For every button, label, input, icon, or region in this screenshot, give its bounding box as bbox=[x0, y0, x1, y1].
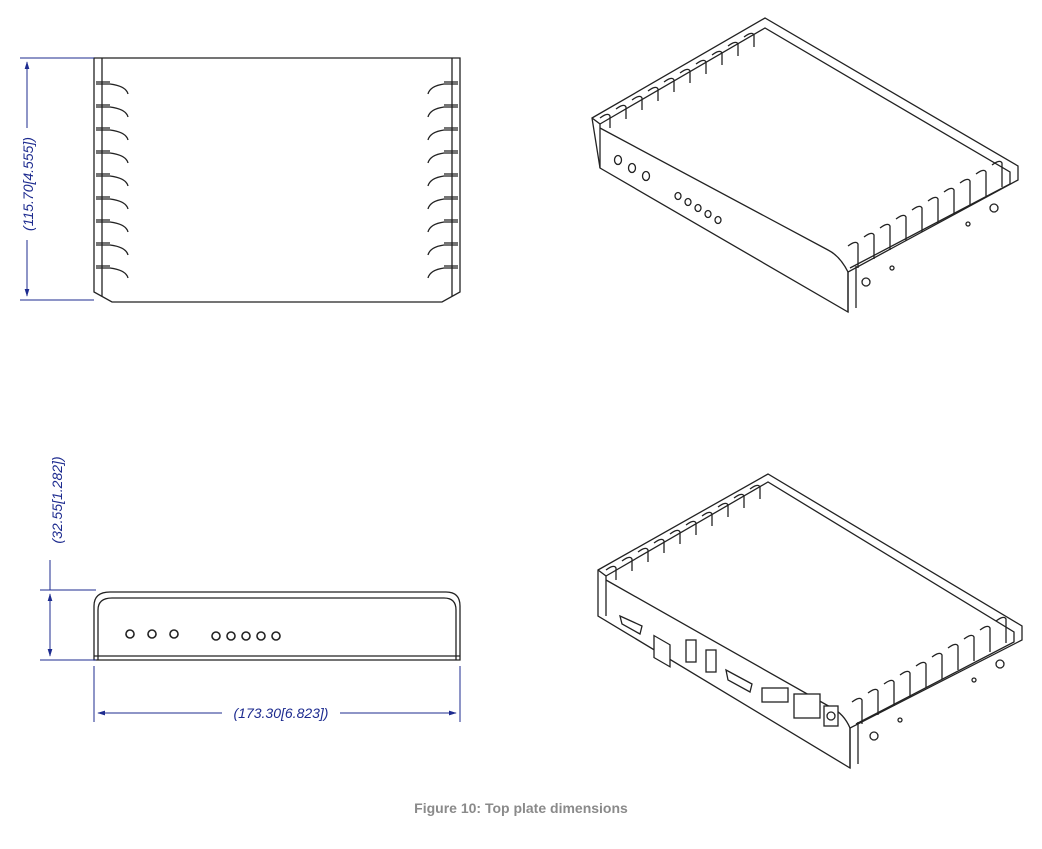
rear-ports bbox=[619, 614, 1005, 741]
fin bbox=[637, 547, 649, 562]
width-dimension: (173.30[6.823]) bbox=[93, 666, 461, 722]
height-dimension-label: (115.70[4.555]) bbox=[20, 137, 36, 231]
isometric-front-view bbox=[591, 17, 1019, 314]
fin bbox=[96, 81, 129, 95]
fin bbox=[883, 679, 895, 706]
fin bbox=[947, 643, 959, 670]
fin bbox=[669, 529, 681, 544]
fin bbox=[943, 187, 955, 214]
fin bbox=[615, 104, 627, 119]
fin bbox=[427, 150, 458, 164]
fin bbox=[427, 127, 458, 141]
fin bbox=[867, 688, 879, 715]
right-fins bbox=[427, 81, 458, 279]
fin bbox=[995, 616, 1007, 643]
fin bbox=[895, 214, 907, 241]
fin bbox=[847, 241, 859, 268]
fin bbox=[427, 265, 458, 279]
fin bbox=[96, 104, 129, 118]
fin bbox=[931, 652, 943, 679]
fin bbox=[979, 625, 991, 652]
fin bbox=[679, 68, 691, 83]
left-fins bbox=[96, 81, 129, 279]
height-dimension: (115.70[4.555]) bbox=[20, 57, 94, 301]
top-view bbox=[93, 57, 461, 303]
fin bbox=[975, 169, 987, 196]
fin bbox=[701, 511, 713, 526]
fin bbox=[427, 104, 458, 118]
thickness-dimension: (32.55[1.282]) bbox=[40, 456, 96, 661]
fin bbox=[717, 502, 729, 517]
isometric-rear-back-fins bbox=[605, 484, 761, 580]
front-leds bbox=[125, 629, 281, 641]
fin bbox=[96, 265, 129, 279]
figure-caption: Figure 10: Top plate dimensions bbox=[414, 800, 628, 816]
fin bbox=[427, 219, 458, 233]
fin bbox=[959, 178, 971, 205]
fin bbox=[727, 41, 739, 56]
fin bbox=[963, 634, 975, 661]
fin bbox=[96, 127, 129, 141]
fin bbox=[631, 95, 643, 110]
fin bbox=[685, 520, 697, 535]
width-dimension-label: (173.30[6.823]) bbox=[234, 705, 329, 721]
fin bbox=[851, 697, 863, 724]
fin bbox=[427, 173, 458, 187]
fin bbox=[743, 32, 755, 47]
fin bbox=[695, 59, 707, 74]
fin bbox=[647, 86, 659, 101]
fin bbox=[427, 81, 458, 95]
fin bbox=[96, 242, 129, 256]
fin bbox=[879, 223, 891, 250]
fin bbox=[915, 661, 927, 688]
fin bbox=[899, 670, 911, 697]
isometric-front-back-fins bbox=[599, 32, 755, 128]
fin bbox=[749, 484, 761, 499]
isometric-rear-view bbox=[597, 473, 1023, 770]
thickness-dimension-label: (32.55[1.282]) bbox=[49, 456, 65, 543]
fin bbox=[663, 77, 675, 92]
fin bbox=[621, 556, 633, 571]
fin bbox=[427, 196, 458, 210]
fin bbox=[863, 232, 875, 259]
fin bbox=[911, 205, 923, 232]
front-view bbox=[93, 591, 461, 661]
fin bbox=[653, 538, 665, 553]
fin bbox=[927, 196, 939, 223]
fin bbox=[96, 173, 129, 187]
isometric-front-right-fins bbox=[847, 160, 1003, 268]
fin bbox=[96, 219, 129, 233]
fin bbox=[96, 196, 129, 210]
fin bbox=[599, 113, 611, 128]
fin bbox=[427, 242, 458, 256]
fin bbox=[96, 150, 129, 164]
isometric-rear-right-fins bbox=[851, 616, 1007, 724]
fin bbox=[991, 160, 1003, 187]
fin bbox=[711, 50, 723, 65]
fin bbox=[605, 565, 617, 580]
fin bbox=[733, 493, 745, 508]
isometric-front-leds bbox=[613, 154, 999, 287]
